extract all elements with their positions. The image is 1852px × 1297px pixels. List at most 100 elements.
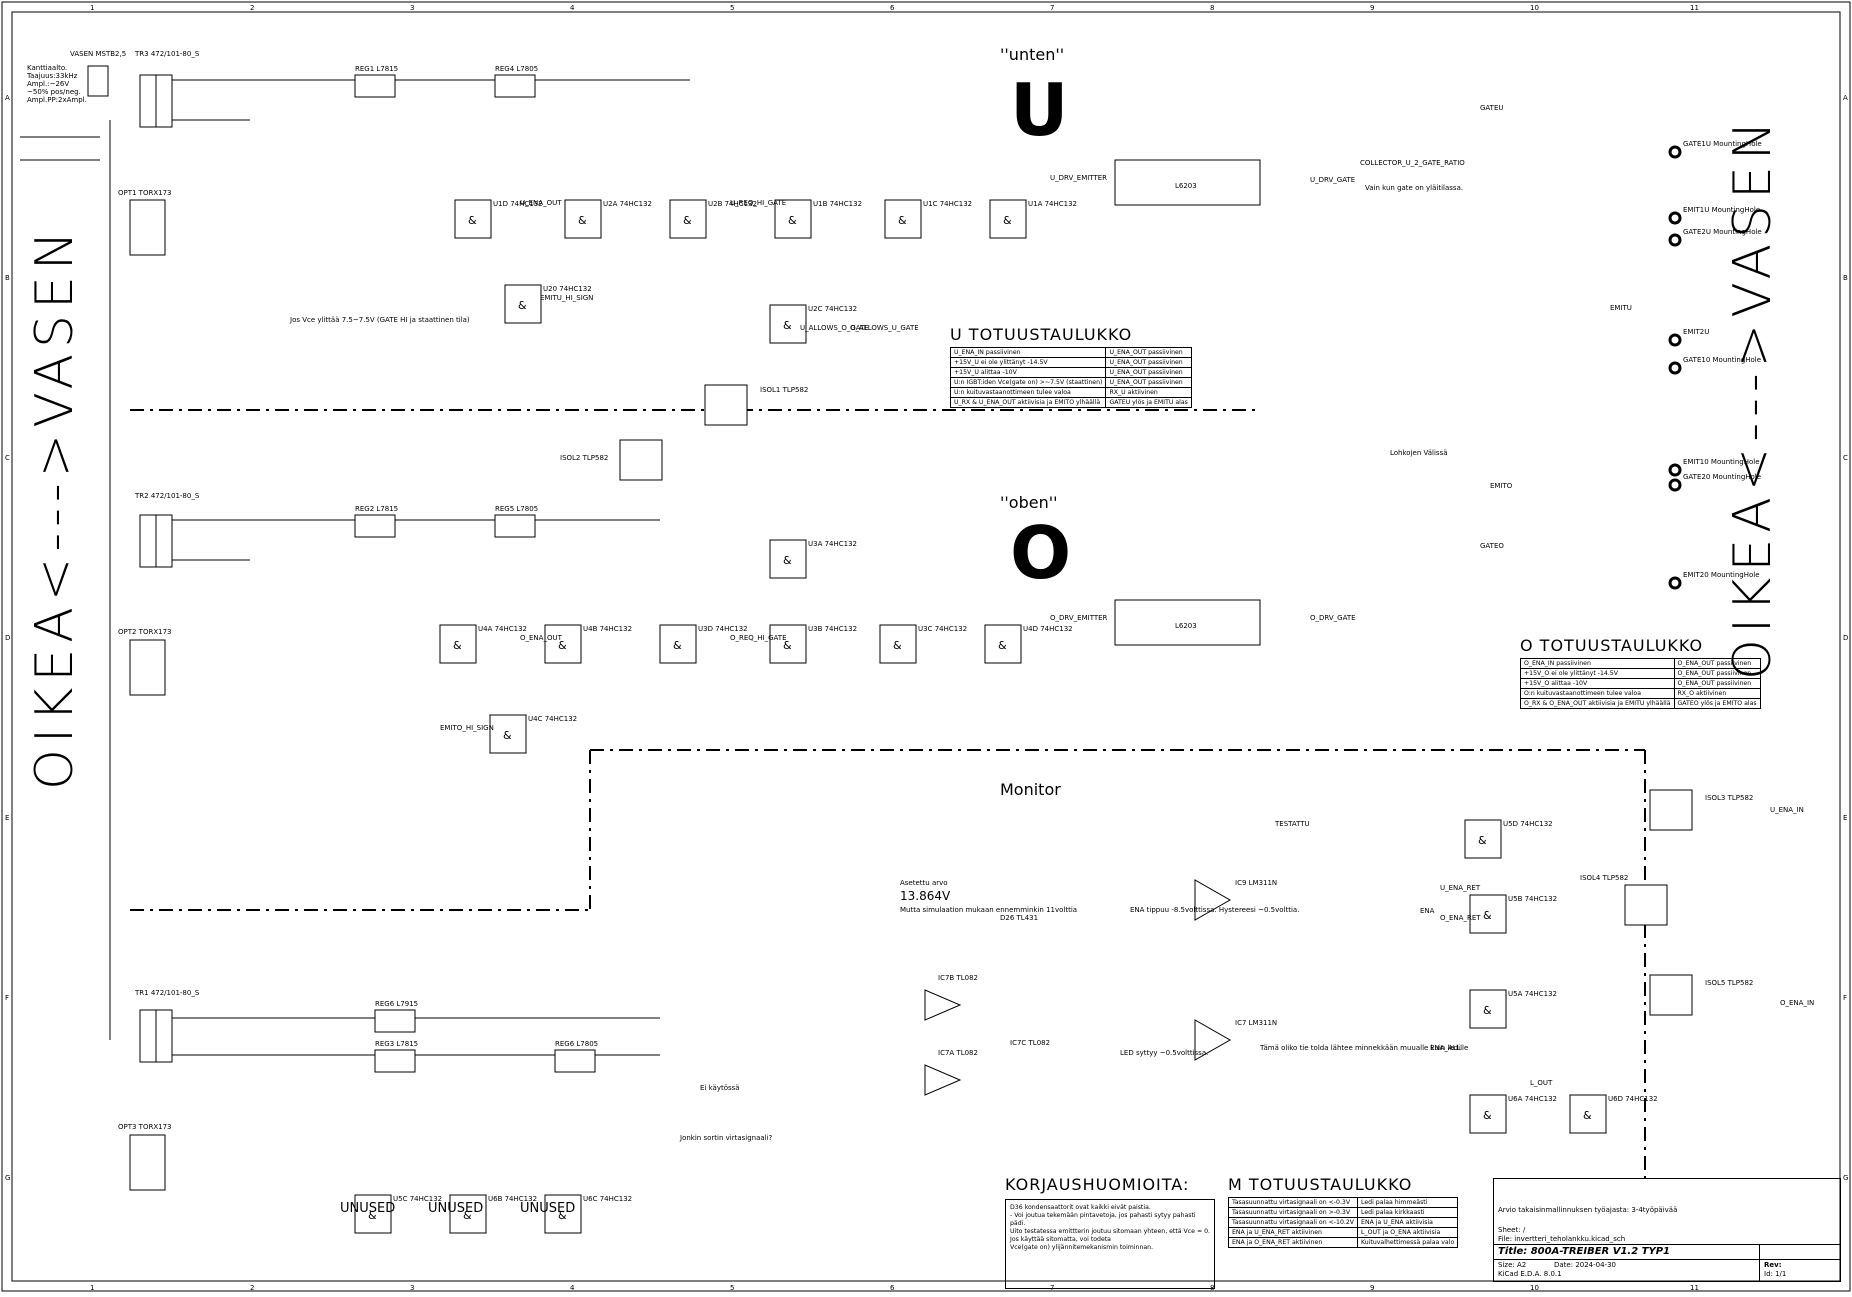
truth-table-cell: GATEO ylös ja EMITO alas (1673, 698, 1761, 709)
svg-text:U6A 74HC132: U6A 74HC132 (1508, 1095, 1557, 1103)
titleblock-tool: KiCad E.D.A. 8.0.1 (1498, 1270, 1562, 1278)
nand-gate: U1A 74HC132& (989, 199, 1077, 239)
col-number: 5 (730, 1284, 734, 1292)
svg-text:U5C 74HC132: U5C 74HC132 (393, 1195, 442, 1203)
truth-table-cell: U_ENA_OUT passiivinen (1105, 347, 1192, 358)
svg-text:&: & (503, 729, 512, 742)
korjaus-line: D36 kondensaattorit ovat kaikki eivät pa… (1010, 1204, 1151, 1211)
col-number: 3 (410, 1284, 414, 1292)
col-number: 2 (250, 4, 254, 12)
col-number: 6 (890, 1284, 895, 1292)
input-block: Kanttiaalto. Taajuus:33kHz Ampl.:~26V ~5… (20, 50, 126, 161)
row-letter: F (5, 994, 9, 1002)
svg-text:U6B 74HC132: U6B 74HC132 (488, 1195, 537, 1203)
driver-l6203-u: L6203 (1114, 159, 1261, 206)
svg-text:U2C 74HC132: U2C 74HC132 (808, 305, 857, 313)
svg-text:GATE10 MountingHole: GATE10 MountingHole (1683, 356, 1761, 364)
analog-opamps: IC7B TL082 IC7A TL082 IC7C TL082 IC9 LM3… (924, 879, 1277, 1096)
transformer-tr3: TR3 472/101-80_S (134, 50, 200, 128)
svg-text:UNUSED: UNUSED (428, 1201, 483, 1216)
svg-text:Vain kun gate on yläitilassa.: Vain kun gate on yläitilassa. (1365, 184, 1463, 192)
net-label: COLLECTOR_U_2_GATE_RATIO (1360, 159, 1465, 167)
col-number: 3 (410, 4, 414, 12)
truth-table-cell: O:n kuituvastaanottimeen tulee valoa (1520, 688, 1675, 699)
net-label: EMITU_HI_SIGN (540, 294, 593, 302)
svg-text:TR2 472/101-80_S: TR2 472/101-80_S (134, 492, 200, 500)
truth-table-cell: O_ENA_OUT passiivinen (1673, 668, 1761, 679)
svg-text:U4D 74HC132: U4D 74HC132 (1023, 625, 1073, 633)
col-number: 4 (570, 4, 575, 12)
truth-table-cell: Tasasuunnattu virtasignaali on <-10.2V (1227, 1217, 1359, 1228)
svg-text:ISOL5 TLP582: ISOL5 TLP582 (1705, 979, 1753, 987)
truth-table-cell: +15V_U ei ole ylittänyt -14.5V (949, 357, 1107, 368)
truth-table-cell: L_OUT ja O_ENA aktiivisia (1357, 1227, 1459, 1238)
col-number: 1 (90, 4, 94, 12)
row-letter: A (5, 94, 10, 102)
net-label: U_ENA_IN (1770, 806, 1804, 814)
svg-text:&: & (683, 214, 692, 227)
svg-text:U2A 74HC132: U2A 74HC132 (603, 200, 652, 208)
svg-text:&: & (468, 214, 477, 227)
net-label: U_DRV_EMITTER (1050, 174, 1107, 182)
net-label: GATEO (1480, 542, 1504, 550)
net-label: EMITO_HI_SIGN (440, 724, 494, 732)
svg-text:EMIT1U MountingHole: EMIT1U MountingHole (1683, 206, 1760, 214)
svg-text:&: & (1483, 1109, 1492, 1122)
row-letter: B (5, 274, 10, 282)
regulator: REG1 L7815 (354, 65, 398, 98)
svg-text:GATE2U MountingHole: GATE2U MountingHole (1683, 228, 1762, 236)
svg-text:U6C 74HC132: U6C 74HC132 (583, 1195, 632, 1203)
svg-text:&: & (1483, 909, 1492, 922)
svg-text:~50% pos/neg.: ~50% pos/neg. (27, 88, 81, 96)
svg-text:U1B 74HC132: U1B 74HC132 (813, 200, 862, 208)
nand-gate: U4A 74HC132& (439, 624, 527, 664)
truth-table-cell: U_ENA_OUT passiivinen (1105, 377, 1192, 388)
regulator: REG5 L7805 (494, 505, 538, 538)
mounting-hole: GATE20 MountingHole (1668, 473, 1761, 492)
nand-gate: U3B 74HC132& (769, 624, 857, 664)
nand-gate: U5C 74HC132& (354, 1194, 442, 1234)
svg-text:&: & (1483, 1004, 1492, 1017)
korjaus-line: Vce(gate on) ylijännitemekanismin toimin… (1010, 1244, 1154, 1251)
logic-ic-group: U1D 74HC132&U2A 74HC132&U2B 74HC132&U1B … (354, 199, 1658, 1234)
truth-table-row: U_RX & U_ENA_OUT aktiivisia ja EMITO ylh… (949, 397, 1192, 408)
truth-table-cell: Ledi palaa kirkkaasti (1357, 1207, 1459, 1218)
svg-text:REG4 L7805: REG4 L7805 (495, 65, 538, 73)
svg-text:U3D 74HC132: U3D 74HC132 (698, 625, 748, 633)
regulator: REG2 L7815 (354, 505, 398, 538)
row-letter: E (1843, 814, 1847, 822)
net-label: U_ALLOWS_O_GATE (800, 324, 869, 332)
svg-text:OPT2 TORX173: OPT2 TORX173 (118, 628, 172, 636)
col-number: 7 (1050, 4, 1054, 12)
net-label: ENA_ALL (1430, 1044, 1461, 1052)
titleblock-rev: Rev: (1764, 1261, 1782, 1269)
nand-gate: U3C 74HC132& (879, 624, 967, 664)
left-rail-label: OIKEA<--->VASEN (25, 225, 85, 790)
svg-text:&: & (673, 639, 682, 652)
svg-text:OPT1 TORX173: OPT1 TORX173 (118, 189, 172, 197)
net-label: ENA (1420, 907, 1435, 915)
korjaus-line: Uito testatessa emittterin joutuu sitoma… (1010, 1228, 1211, 1235)
svg-text:U5D 74HC132: U5D 74HC132 (1503, 820, 1553, 828)
truth-table-cell: U_ENA_OUT passiivinen (1105, 367, 1192, 378)
truth-table-cell: U:n kuituvastaanottimeen tulee valoa (949, 387, 1107, 398)
titleblock-id: Id: 1/1 (1764, 1270, 1787, 1278)
net-label: EMITO (1490, 482, 1513, 490)
truth-table-cell: U_ENA_IN passiivinen (949, 347, 1107, 358)
nand-gate: U2A 74HC132& (564, 199, 652, 239)
svg-text:REG6 L7915: REG6 L7915 (375, 1000, 418, 1008)
col-number: 6 (890, 4, 895, 12)
row-letter: B (1843, 274, 1848, 282)
svg-text:UNUSED: UNUSED (340, 1201, 395, 1216)
svg-text:U2B 74HC132: U2B 74HC132 (708, 200, 757, 208)
svg-text:U3C 74HC132: U3C 74HC132 (918, 625, 967, 633)
svg-text:&: & (998, 639, 1007, 652)
svg-text:IC7B TL082: IC7B TL082 (938, 974, 978, 982)
truth-table-cell: ENA ja U_ENA aktiivisia (1357, 1217, 1459, 1228)
korjaus-line: - Voi joutua tekemään pintavetoja, jos p… (1010, 1212, 1196, 1227)
